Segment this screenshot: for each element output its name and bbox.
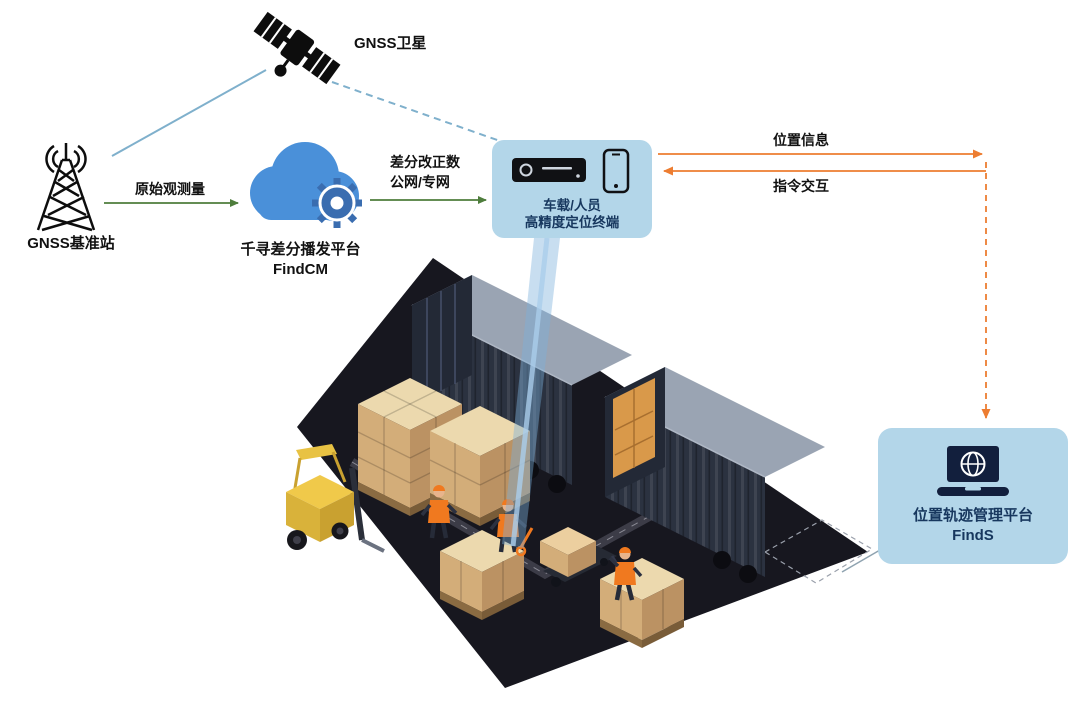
receiver-icon [512, 157, 586, 182]
forklift [286, 444, 385, 553]
links [104, 69, 991, 573]
satellite-to-base-link [111, 69, 267, 157]
container-2 [604, 367, 825, 583]
management-platform-panel: 位置轨迹管理平台 FindS [878, 428, 1068, 564]
management-platform-product: FindS [952, 527, 994, 544]
satellite-to-terminal-link [331, 81, 501, 142]
terminal-panel: 车载/人员 高精度定位终端 [492, 140, 652, 238]
pallet-jack [540, 527, 624, 587]
smartphone-icon [602, 148, 630, 193]
finds-callout-tail [841, 549, 881, 573]
pallet-boxes-center [440, 530, 524, 620]
worker-3 [608, 547, 643, 601]
satellite-icon [253, 11, 341, 85]
correction-label-line2: 公网/专网 [390, 174, 450, 190]
terminal-device-icons [512, 148, 630, 193]
laptop-globe-icon [937, 446, 1009, 496]
cloud-platform-label: 千寻差分播发平台 [240, 241, 361, 258]
management-platform-label: 位置轨迹管理平台 [912, 507, 1033, 524]
warehouse-illustration [286, 258, 874, 688]
base-station-icon [36, 143, 96, 232]
staging-zone-dashed [763, 519, 874, 584]
command-label: 指令交互 [773, 178, 829, 194]
positioning-beam [502, 237, 560, 548]
position-info-label: 位置信息 [773, 132, 829, 148]
terminal-label-line1: 车载/人员 [543, 197, 601, 213]
gear-icon [312, 178, 362, 228]
cloud-icon [250, 142, 362, 228]
cloud-platform-product: FindCM [273, 261, 328, 278]
correction-label-line1: 差分改正数 [390, 154, 460, 170]
raw-observation-label: 原始观测量 [135, 181, 205, 197]
worker-1 [420, 485, 458, 539]
terminal-label-line2: 高精度定位终端 [524, 214, 620, 230]
satellite-label: GNSS卫星 [354, 35, 427, 52]
base-station-label: GNSS基准站 [27, 235, 115, 252]
